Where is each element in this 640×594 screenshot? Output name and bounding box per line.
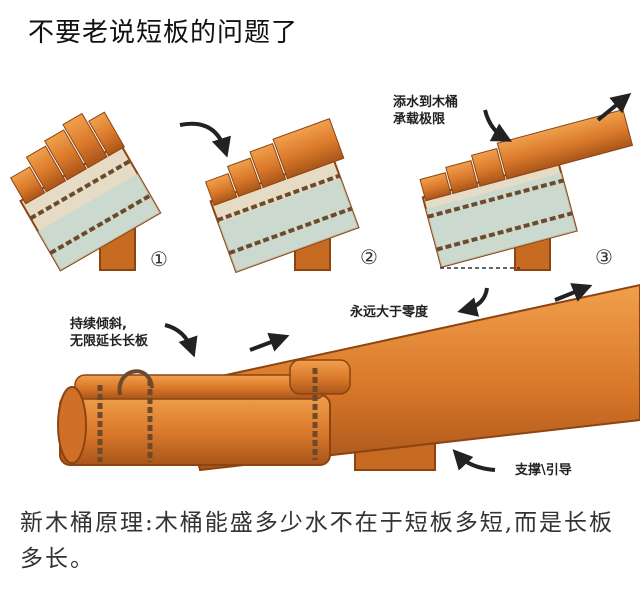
bucket-step-2: [204, 118, 360, 274]
tilt-label-line: 无限延长长板: [70, 334, 149, 349]
caption: 新木桶原理:木桶能盛多少水不在于短板多短,而是长板多长。: [20, 510, 615, 572]
curved-arrow-icon: [179, 121, 231, 158]
tilt-label-line: 持续倾斜,: [70, 317, 127, 332]
curved-arrow-icon: [483, 109, 513, 142]
step-2-marker: ②: [360, 245, 378, 269]
arrow-icon: [554, 283, 593, 302]
arrow-icon: [249, 332, 290, 352]
bucket-long-plank: [57, 283, 640, 472]
curved-arrow-icon: [457, 287, 489, 317]
bucket-step-3: [419, 108, 634, 271]
fill-label-line: 承载极限: [393, 112, 446, 127]
bucket-step-1: [9, 111, 162, 272]
step-3-marker: ③: [595, 245, 613, 269]
tilt-label: 持续倾斜, 无限延长长板: [70, 316, 148, 350]
angle-label: 永远大于零度: [350, 305, 429, 320]
water: [38, 173, 161, 271]
fill-label: 添水到木桶 承载极限: [393, 94, 458, 128]
step-1-marker: ①: [150, 247, 168, 271]
fill-label-line: 添水到木桶: [393, 95, 459, 110]
arrow-icon: [596, 92, 632, 122]
support-label: 支撑\引导: [515, 463, 572, 478]
curved-arrow-icon: [452, 449, 496, 472]
page-title: 不要老说短板的问题了: [28, 18, 299, 48]
curved-arrow-icon: [164, 323, 198, 358]
water: [218, 178, 359, 272]
